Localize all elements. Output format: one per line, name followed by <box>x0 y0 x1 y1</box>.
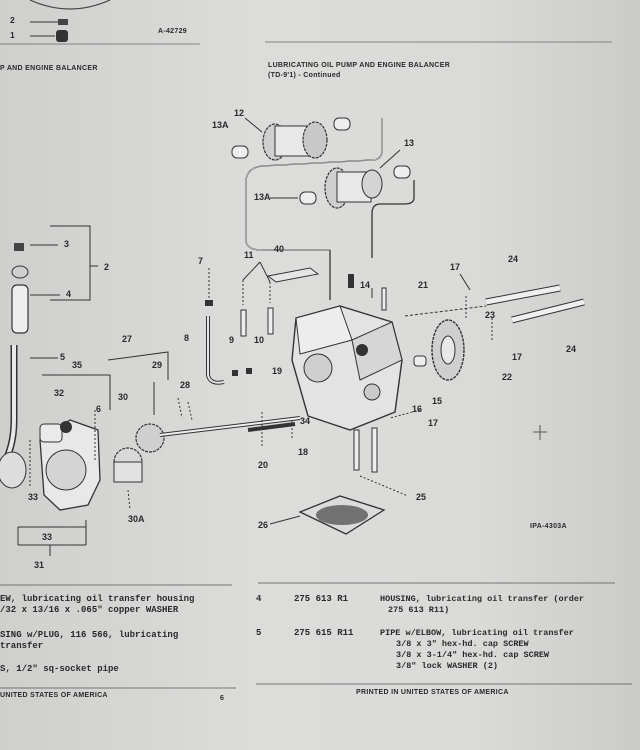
callout-17: 17 <box>428 418 438 428</box>
callout-4: 4 <box>66 289 71 299</box>
callout-29: 29 <box>152 360 162 370</box>
callout-5: 5 <box>60 352 65 362</box>
callout-2: 2 <box>104 262 109 272</box>
row4-part: 275 613 R1 <box>294 594 349 604</box>
callout-23: 23 <box>485 310 495 320</box>
callout-32: 32 <box>54 388 64 398</box>
callout-9: 9 <box>229 335 234 345</box>
callout-19: 19 <box>272 366 282 376</box>
left-row3-line1: S, 1/2" sq-socket pipe <box>0 664 119 674</box>
row4-line1: HOUSING, lubricating oil transfer (order <box>380 594 585 604</box>
legend-1: 1 <box>10 30 16 40</box>
footer-page-mark: 6 <box>220 695 225 702</box>
footer-left: UNITED STATES OF AMERICA <box>0 692 108 699</box>
row5-line2: 3/8 x 3" hex-hd. cap SCREW <box>396 639 529 649</box>
callout-30A: 30A <box>128 514 145 524</box>
callout-8: 8 <box>184 333 189 343</box>
row5-part: 275 615 R11 <box>294 628 354 638</box>
row5-key: 5 <box>256 628 262 638</box>
ref-code: A-42729 <box>158 28 187 35</box>
left-row2-line1: SING w/PLUG, 116 566, lubricating <box>0 630 179 640</box>
callout-13: 13 <box>404 138 414 148</box>
callout-10: 10 <box>254 335 264 345</box>
callout-13A: 13A <box>254 192 271 202</box>
callout-16: 16 <box>412 404 422 414</box>
callout-20: 20 <box>258 460 268 470</box>
callout-17: 17 <box>450 262 460 272</box>
callout-6: 6 <box>96 404 101 414</box>
callout-17: 17 <box>512 352 522 362</box>
callout-26: 26 <box>258 520 268 530</box>
row5-line1: PIPE w/ELBOW, lubricating oil transfer <box>380 628 574 638</box>
right-subheading: (TD-9'1) - Continued <box>268 72 341 79</box>
callout-3: 3 <box>64 239 69 249</box>
left-row1-line1: EW, lubricating oil transfer housing <box>0 594 195 604</box>
row4-line2: 275 613 R11) <box>388 605 450 615</box>
left-heading: P AND ENGINE BALANCER <box>0 65 98 72</box>
callout-33: 33 <box>42 532 52 542</box>
callout-33: 33 <box>28 492 38 502</box>
callout-18: 18 <box>298 447 308 457</box>
callout-7: 7 <box>198 256 203 266</box>
row5-line4: 3/8" lock WASHER (2) <box>396 661 499 671</box>
callout-35: 35 <box>72 360 82 370</box>
callout-15: 15 <box>432 396 442 406</box>
callout-24: 24 <box>566 344 576 354</box>
right-heading: LUBRICATING OIL PUMP AND ENGINE BALANCER <box>268 62 451 69</box>
callout-11: 11 <box>244 250 254 260</box>
legend-2: 2 <box>10 15 16 25</box>
callout-31: 31 <box>34 560 44 570</box>
callout-25: 25 <box>416 492 426 502</box>
callout-13A: 13A <box>212 120 229 130</box>
callout-22: 22 <box>502 372 512 382</box>
callout-14: 14 <box>360 280 370 290</box>
row5-line3: 3/8 x 3-1/4" hex-hd. cap SCREW <box>396 650 550 660</box>
callout-24: 24 <box>508 254 518 264</box>
callout-28: 28 <box>180 380 190 390</box>
row4-key: 4 <box>256 594 262 604</box>
callout-12: 12 <box>234 108 244 118</box>
callout-34: 34 <box>300 416 310 426</box>
left-row2-line2: transfer <box>0 641 44 651</box>
footer-right: PRINTED IN UNITED STATES OF AMERICA <box>356 689 509 696</box>
callout-27: 27 <box>122 334 132 344</box>
callout-30: 30 <box>118 392 128 402</box>
callout-21: 21 <box>418 280 428 290</box>
left-row1-line2: /32 x 13/16 x .065" copper WASHER <box>0 605 179 615</box>
callout-40: 40 <box>274 244 284 254</box>
figure-code: IPA-4303A <box>530 523 567 530</box>
